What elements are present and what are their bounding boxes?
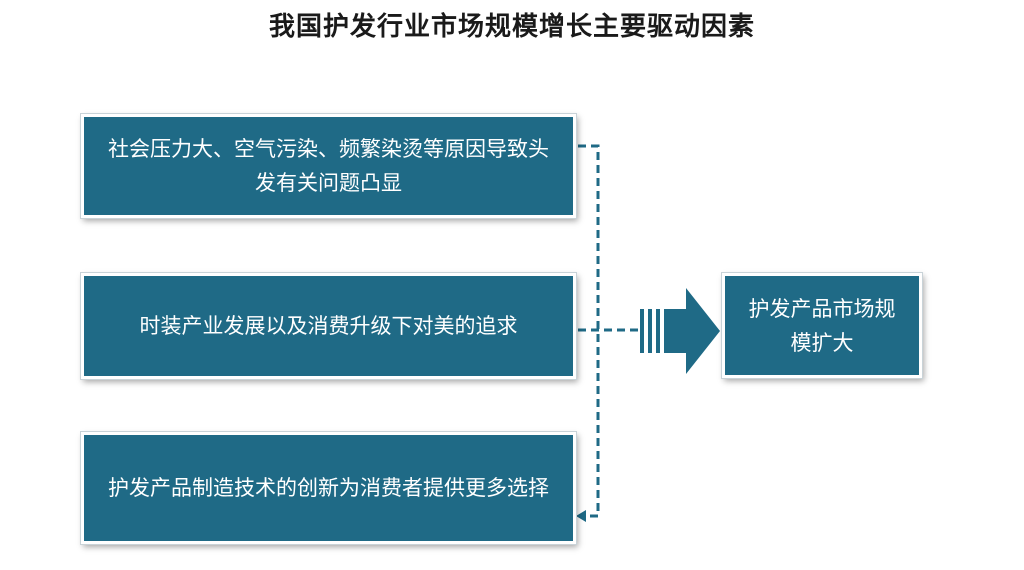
driver-box-3: 护发产品制造技术的创新为消费者提供更多选择: [80, 431, 577, 545]
bracket-arrowhead: [576, 510, 586, 522]
result-text: 护发产品市场规模扩大: [748, 296, 896, 355]
arrow-stripe-3: [656, 309, 660, 353]
driver-box-2: 时装产业发展以及消费升级下对美的追求: [80, 272, 577, 380]
driver-text-3: 护发产品制造技术的创新为消费者提供更多选择: [108, 476, 549, 500]
page-title: 我国护发行业市场规模增长主要驱动因素: [268, 12, 755, 42]
driver-text-2: 时装产业发展以及消费升级下对美的追求: [139, 314, 518, 338]
arrow-stripe-1: [640, 309, 644, 353]
big-arrow-icon: [664, 288, 720, 374]
driver-text-1: 社会压力大、空气污染、频繁染烫等原因导致头发有关问题凸显: [108, 137, 549, 195]
dashed-bracket: [578, 144, 600, 518]
arrow-stripe-2: [648, 309, 652, 353]
driver-box-1: 社会压力大、空气污染、频繁染烫等原因导致头发有关问题凸显: [80, 113, 577, 219]
result-box: 护发产品市场规模扩大: [721, 272, 923, 379]
